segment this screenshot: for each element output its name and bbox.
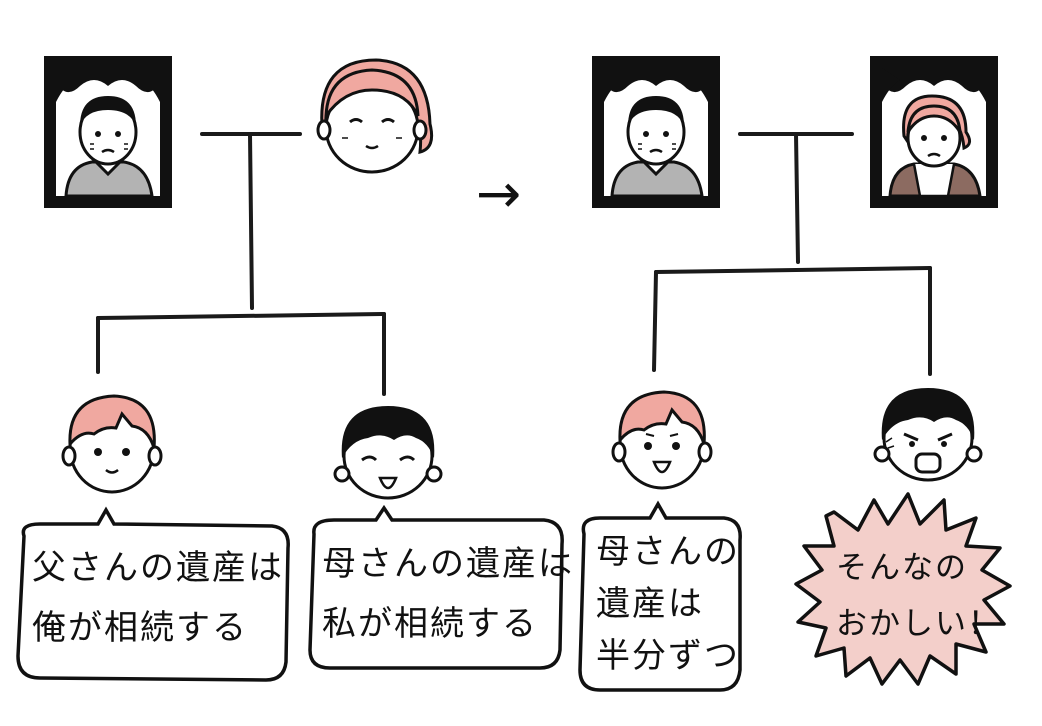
family-tree-lines-left [96, 132, 386, 396]
son-right-bubble-line-1: 母さんの [596, 532, 740, 572]
left-panel [16, 56, 564, 682]
son-face-icon [61, 394, 163, 494]
son-right-bubble-line-3: 半分ずつ [596, 636, 740, 676]
daughter-shout-line-1: そんなの [836, 550, 968, 586]
daughter-bubble-text: 母さんの遺産は 私が相続する [322, 534, 574, 654]
son-bubble-line-2: 俺が相続する [32, 608, 248, 648]
son-speech-bubble [16, 506, 290, 682]
mother-portrait-icon [870, 56, 998, 208]
son-speech-bubble-right [578, 500, 742, 692]
daughter-shout-bubble [794, 492, 1012, 686]
father-portrait-right-icon [592, 56, 720, 208]
daughter-face-icon [333, 406, 443, 500]
daughter-bubble-line-2: 私が相続する [322, 604, 538, 644]
daughter-shout-text: そんなの おかしい！ [836, 540, 1001, 652]
son-right-bubble-line-2: 遺産は [596, 584, 704, 624]
daughter-face-angry-icon [873, 388, 983, 482]
daughter-shout-line-2: おかしい！ [836, 606, 1001, 642]
daughter-speech-bubble [308, 504, 564, 670]
mother-face-icon [316, 58, 434, 174]
father-portrait-icon [44, 56, 172, 208]
son-face-smiling-icon [611, 390, 713, 490]
arrow-icon: → [476, 162, 521, 225]
son-bubble-line-1: 父さんの遺産は [32, 548, 284, 588]
son-bubble-text: 父さんの遺産は 俺が相続する [32, 538, 284, 658]
right-panel [578, 56, 1012, 692]
family-tree-lines-right [652, 132, 932, 376]
daughter-bubble-line-1: 母さんの遺産は [322, 544, 574, 584]
son-right-bubble-text: 母さんの 遺産は 半分ずつ [596, 526, 740, 682]
